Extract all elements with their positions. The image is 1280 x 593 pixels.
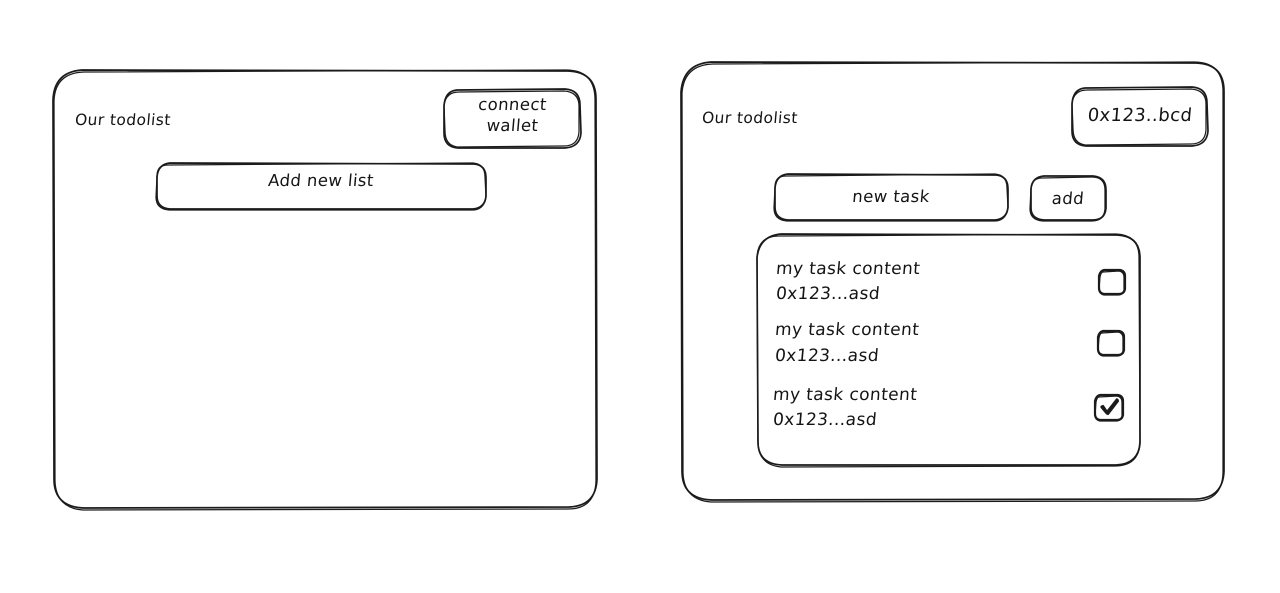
connect-wallet-label-line1: connect [477, 95, 548, 114]
new-task-input-value: new task [851, 187, 931, 206]
task-address: 0x123...asd [775, 284, 881, 304]
wallet-address-label: 0x123..bcd [1086, 105, 1194, 126]
task-content: my task content [774, 320, 921, 340]
add-new-list-label: Add new list [267, 171, 375, 190]
task-content: my task content [772, 385, 919, 405]
connect-wallet-label-line2: wallet [485, 116, 540, 135]
checkbox-empty-icon[interactable] [1095, 328, 1128, 359]
task-content: my task content [775, 259, 922, 279]
task-address: 0x123...asd [774, 346, 880, 366]
page-title: Our todolist [74, 111, 172, 129]
task-address: 0x123...asd [772, 410, 878, 430]
page-title-connected: Our todolist [701, 109, 799, 127]
add-task-label: add [1051, 189, 1085, 208]
checkbox-checked-icon[interactable] [1092, 392, 1126, 424]
checkbox-empty-icon[interactable] [1096, 267, 1129, 298]
